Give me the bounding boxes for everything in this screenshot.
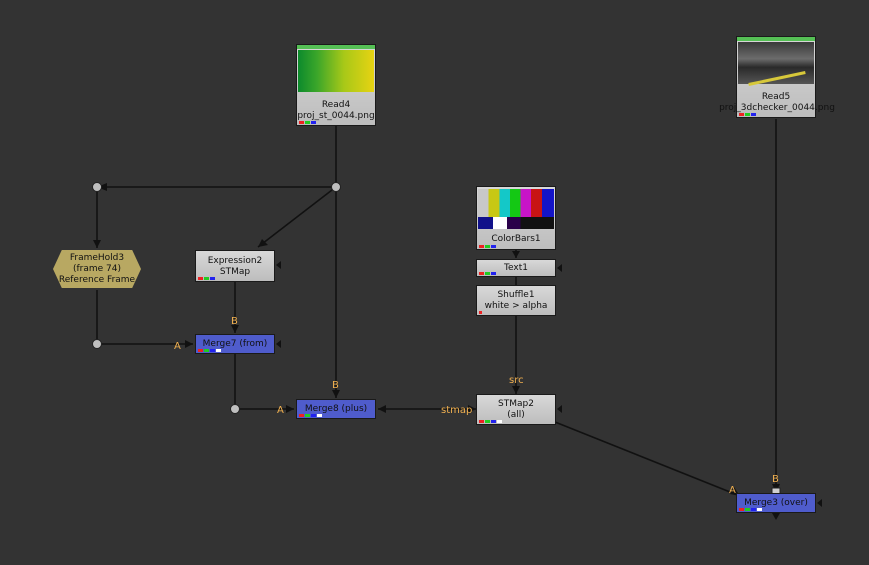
stmap2-node[interactable]: STMap2 (all) bbox=[476, 394, 556, 425]
stmap2-mask-input-icon[interactable] bbox=[557, 405, 562, 413]
read4-thumbnail bbox=[298, 50, 374, 92]
merge7-input-a-label: A bbox=[174, 341, 181, 352]
merge8-name: Merge8 (plus) bbox=[304, 404, 368, 414]
merge7-channels bbox=[198, 349, 221, 352]
framehold3-frame: (frame 74) bbox=[72, 263, 122, 274]
merge7-input-b-label: B bbox=[231, 316, 238, 327]
merge3-input-a-label: A bbox=[729, 485, 736, 496]
merge8-channels bbox=[299, 414, 322, 417]
read4-node[interactable]: Read4 proj_st_0044.png bbox=[296, 44, 376, 126]
framehold3-label: Reference Frame bbox=[58, 274, 136, 285]
shuffle1-channels bbox=[479, 311, 482, 314]
stmap2-src-label: src bbox=[509, 375, 524, 386]
colorbars1-channels bbox=[479, 245, 496, 248]
stmap2-stmap-label: stmap bbox=[441, 405, 473, 416]
expression2-name: Expression2 bbox=[207, 256, 263, 266]
read4-thumb-header bbox=[297, 45, 375, 49]
framehold3-name: FrameHold3 bbox=[69, 252, 125, 263]
read5-file: proj_3dchecker_0044.png bbox=[719, 103, 835, 113]
dot-top-left[interactable] bbox=[92, 182, 102, 192]
merge3-mask-input-icon[interactable] bbox=[817, 499, 822, 507]
stmap2-sub: (all) bbox=[507, 410, 525, 420]
shuffle1-sub: white > alpha bbox=[484, 301, 548, 311]
stmap2-name: STMap2 bbox=[498, 399, 534, 409]
merge7-mask-input-icon[interactable] bbox=[276, 340, 281, 348]
expression2-mask-input-icon[interactable] bbox=[276, 261, 281, 269]
dot-merge7-out[interactable] bbox=[230, 404, 240, 414]
read5-thumbnail bbox=[738, 42, 814, 86]
merge7-node[interactable]: Merge7 (from) bbox=[195, 334, 275, 354]
colorbars1-name: ColorBars1 bbox=[491, 234, 541, 244]
dot-framehold-out[interactable] bbox=[92, 339, 102, 349]
framehold3-node[interactable]: FrameHold3 (frame 74) Reference Frame bbox=[53, 250, 141, 288]
expression2-node[interactable]: Expression2 STMap bbox=[195, 250, 275, 282]
merge3-input-b-label: B bbox=[772, 474, 779, 485]
text1-channels bbox=[479, 272, 496, 275]
merge8-input-b-label: B bbox=[332, 380, 339, 391]
text1-mask-input-icon[interactable] bbox=[557, 264, 562, 272]
merge3-name: Merge3 (over) bbox=[744, 498, 808, 508]
read5-channels bbox=[739, 113, 756, 116]
shuffle1-name: Shuffle1 bbox=[497, 290, 535, 300]
expression2-channels bbox=[198, 277, 215, 280]
colorbars1-thumbnail bbox=[478, 189, 554, 229]
read4-channels bbox=[299, 121, 316, 124]
shuffle1-node[interactable]: Shuffle1 white > alpha bbox=[476, 285, 556, 316]
merge3-node[interactable]: Merge3 (over) bbox=[736, 493, 816, 513]
read5-node[interactable]: Read5 proj_3dchecker_0044.png bbox=[719, 36, 835, 118]
colorbars1-node[interactable]: ColorBars1 bbox=[476, 186, 556, 250]
merge8-input-a-label: A bbox=[277, 405, 284, 416]
text1-name: Text1 bbox=[504, 263, 528, 273]
read5-thumb-header bbox=[737, 37, 815, 41]
stmap2-channels bbox=[479, 420, 502, 423]
read4-file: proj_st_0044.png bbox=[297, 111, 375, 121]
text1-node[interactable]: Text1 bbox=[476, 259, 556, 277]
expression2-sub: STMap bbox=[219, 267, 251, 277]
dot-top-right[interactable] bbox=[331, 182, 341, 192]
read4-name: Read4 bbox=[321, 100, 351, 110]
read5-name: Read5 bbox=[761, 92, 791, 102]
merge7-name: Merge7 (from) bbox=[202, 339, 268, 349]
merge8-node[interactable]: Merge8 (plus) bbox=[296, 399, 376, 419]
merge3-channels bbox=[739, 508, 762, 511]
